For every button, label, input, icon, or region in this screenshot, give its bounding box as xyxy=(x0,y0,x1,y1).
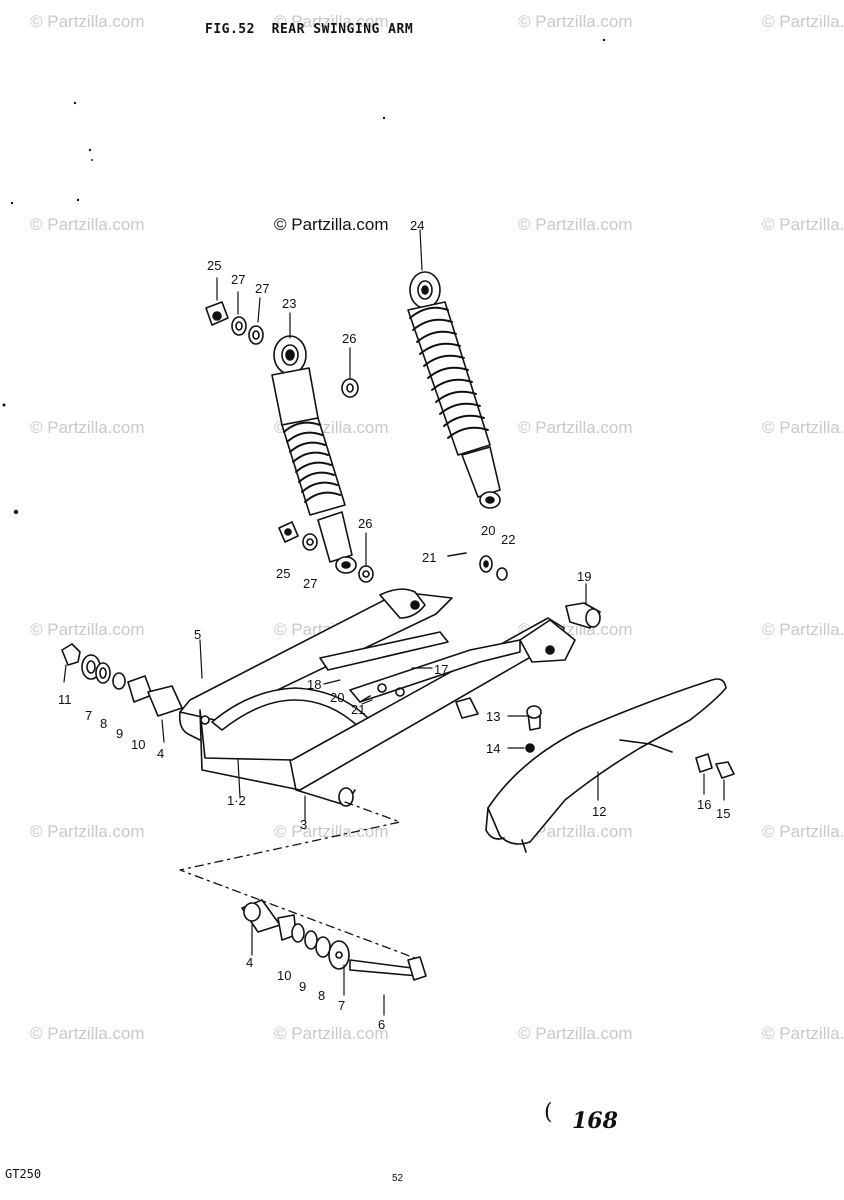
callout-label: 8 xyxy=(318,988,326,1003)
page-number: 168 xyxy=(572,1108,618,1134)
callout-label: 25 xyxy=(276,566,291,581)
page-bracket: ( xyxy=(544,1100,553,1125)
callout-label: 9 xyxy=(116,726,124,741)
callout-label: 11 xyxy=(58,692,72,707)
callout-label: 16 xyxy=(697,797,712,812)
callout-label: 3 xyxy=(300,817,308,832)
watermark: © Partzilla.com xyxy=(518,1024,633,1043)
watermark: © Partzilla.com xyxy=(30,12,145,31)
callout-label: 22 xyxy=(501,532,516,547)
pivot-parts-lower xyxy=(241,899,427,981)
watermark: © Partzilla.com xyxy=(30,418,145,437)
callout-label: 8 xyxy=(100,716,108,731)
watermark: © Partzilla.com xyxy=(274,12,389,31)
callout-label: 7 xyxy=(85,708,93,723)
callout-label: 20 xyxy=(481,523,496,538)
footer-page-number: 52 xyxy=(392,1173,404,1184)
watermark: © Partzilla.com xyxy=(274,822,389,841)
watermark: © Partzilla.com xyxy=(762,215,844,234)
bolts xyxy=(455,602,735,779)
watermark: © Partzilla.com xyxy=(30,215,145,234)
model-code: GT250 xyxy=(5,1167,42,1181)
callout-label: 26 xyxy=(358,516,373,531)
callout-label: 27 xyxy=(303,576,318,591)
callout-label: 12 xyxy=(592,804,607,819)
callout-label: 21 xyxy=(422,550,437,565)
callout-label: 27 xyxy=(255,281,270,296)
watermark: © Partzilla.com xyxy=(30,620,145,639)
callout-label: 1·2 xyxy=(227,793,246,808)
callout-label: 17 xyxy=(434,662,449,677)
watermark: © Partzilla.com xyxy=(518,215,633,234)
pivot-parts-upper xyxy=(61,643,183,717)
watermark: © Partzilla.com xyxy=(762,12,844,31)
callout-label: 20 xyxy=(330,690,345,705)
callout-label: 26 xyxy=(342,331,357,346)
callout-label: 4 xyxy=(157,746,165,761)
watermark: © Partzilla.com xyxy=(518,418,633,437)
watermark: © Partzilla.com xyxy=(762,620,844,639)
callout-label: 4 xyxy=(246,955,254,970)
callout-label: 21 xyxy=(351,702,366,717)
watermark: © Partzilla.com xyxy=(762,1024,844,1043)
callout-label: 6 xyxy=(378,1017,386,1032)
callout-label: 10 xyxy=(131,737,146,752)
callout-label: 5 xyxy=(194,627,202,642)
callout-label: 13 xyxy=(486,709,501,724)
shock-absorber-left xyxy=(271,335,357,574)
torque-link xyxy=(319,631,521,703)
watermark: © Partzilla.com xyxy=(762,822,844,841)
shock-hardware xyxy=(205,301,508,583)
callout-label: 9 xyxy=(299,979,307,994)
leader-lines xyxy=(63,229,725,1016)
callout-label: 15 xyxy=(716,806,731,821)
watermark: © Partzilla.com xyxy=(30,822,145,841)
figure-title: FIG.52 REAR SWINGING ARM xyxy=(205,22,414,37)
print-specks xyxy=(2,38,606,515)
callout-label: 18 xyxy=(307,677,322,692)
watermark: © Partzilla.com xyxy=(274,1024,389,1043)
callout-label: 24 xyxy=(410,218,425,233)
callout-label: 10 xyxy=(277,968,292,983)
chain-case xyxy=(485,678,727,853)
callout-label: 14 xyxy=(486,741,501,756)
callout-label: 25 xyxy=(207,258,222,273)
callout-label: 27 xyxy=(231,272,246,287)
watermark: © Partzilla.com xyxy=(30,1024,145,1043)
callout-label: 23 xyxy=(282,296,297,311)
callout-label: 19 xyxy=(577,569,592,584)
watermark: © Partzilla.com xyxy=(518,12,633,31)
callout-label: 7 xyxy=(338,998,346,1013)
watermark: © Partzilla.com xyxy=(518,822,633,841)
watermark: © Partzilla.com xyxy=(762,418,844,437)
copyright-text: © Partzilla.com xyxy=(274,215,389,234)
shock-absorber-right xyxy=(407,271,501,509)
